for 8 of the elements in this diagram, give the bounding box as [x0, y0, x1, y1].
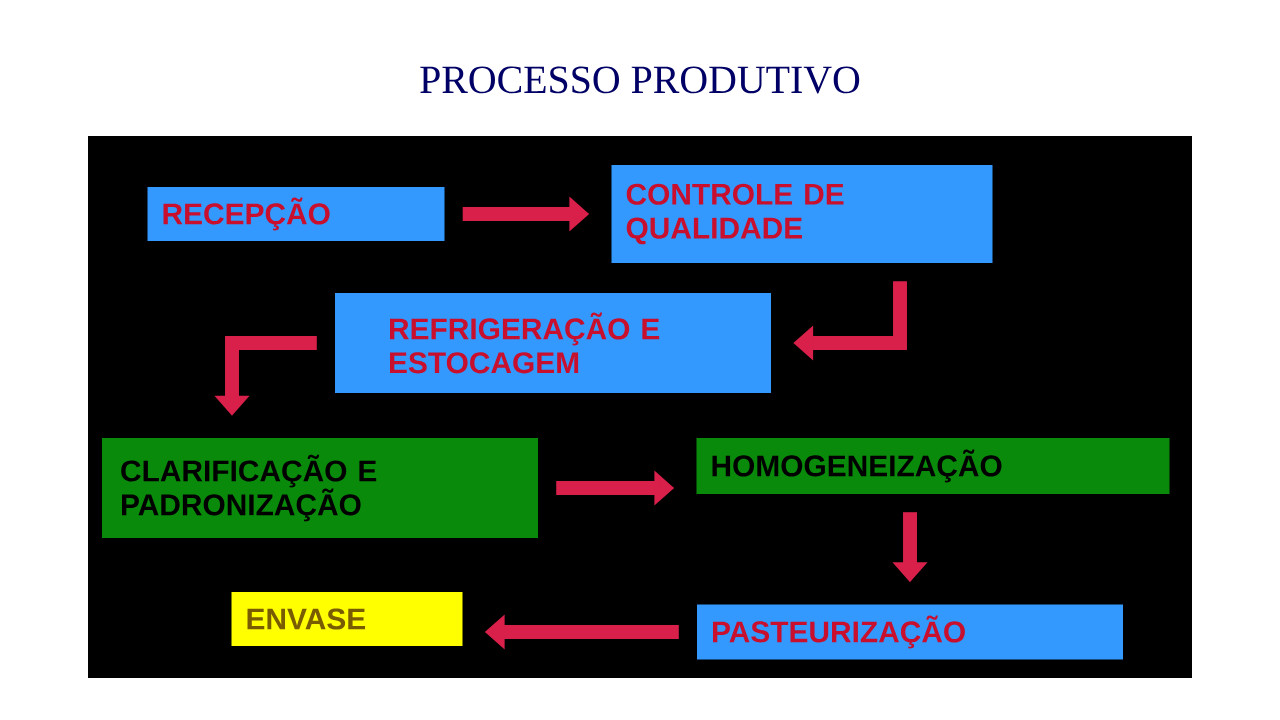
process-box: REFRIGERAÇÃO E ESTOCAGEM [335, 293, 771, 393]
process-box: RECEPÇÃO [147, 187, 445, 241]
process-box: CLARIFICAÇÃO E PADRONIZAÇÃO [102, 438, 538, 538]
process-box: PASTEURIZAÇÃO [697, 604, 1123, 660]
process-box: CONTROLE DE QUALIDADE [611, 165, 993, 263]
process-box: HOMOGENEIZAÇÃO [696, 438, 1170, 494]
process-box: ENVASE [231, 592, 463, 646]
title: PROCESSO PRODUTIVO [420, 66, 860, 94]
